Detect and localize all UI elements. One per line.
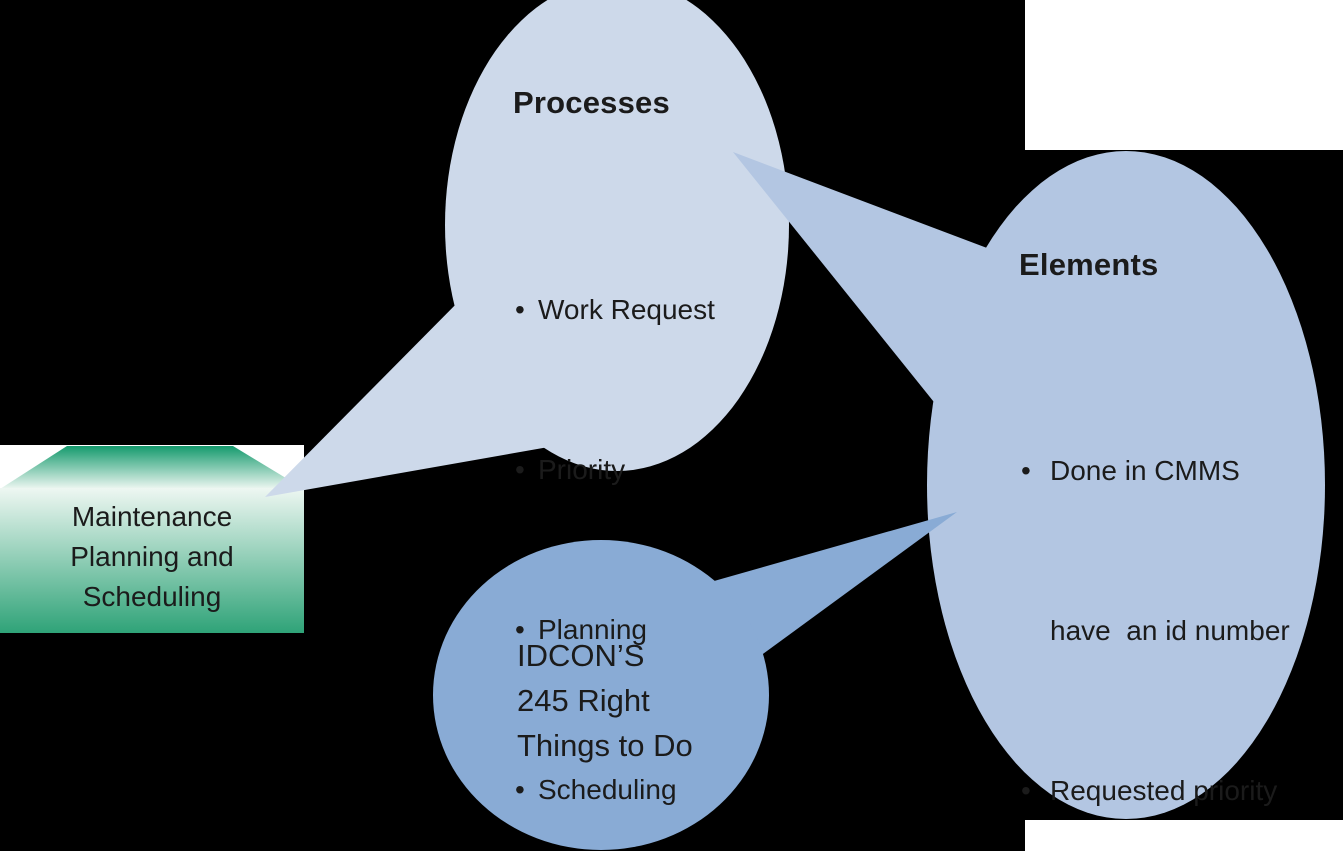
bullet-marker: •: [515, 614, 525, 645]
bullet-marker: •: [1021, 775, 1031, 806]
bullet-marker: •: [515, 454, 525, 485]
bullet-marker: •: [1021, 455, 1031, 486]
mps-label: Maintenance Planning and Scheduling: [70, 501, 234, 612]
slide-white-bottom-right: [1025, 820, 1343, 851]
idcon-label: IDCON’S 245 Right Things to Do: [517, 638, 693, 763]
list-item-label: Scheduling: [538, 774, 677, 805]
list-item-label: Requested priority: [1050, 775, 1278, 806]
elements-bubble: [927, 151, 1325, 819]
bullet-marker: •: [515, 294, 525, 325]
processes-list: • Work Request • Priority • Planning • S…: [515, 130, 715, 851]
list-item: • Work Request: [515, 290, 715, 330]
elements-list: • Done in CMMS have an id number • Reque…: [1021, 291, 1304, 851]
idcon-callout-tail: [700, 512, 957, 662]
processes-bubble: [445, 0, 789, 471]
list-item: • Done in CMMS: [1021, 451, 1304, 491]
list-item-label: Done in CMMS: [1050, 455, 1240, 486]
processes-title: Processes: [513, 85, 670, 120]
list-item: have an id number: [1021, 611, 1304, 651]
mps-body-shape: [0, 488, 304, 633]
list-item: • Priority: [515, 450, 715, 490]
idcon-bubble: [433, 540, 769, 850]
elements-title: Elements: [1019, 247, 1159, 282]
list-item-label: Planning: [538, 614, 647, 645]
list-item: • Scheduling: [515, 770, 715, 810]
slide-white-top-right: [1025, 0, 1343, 150]
bullet-marker: [1021, 611, 1050, 651]
list-item: • Requested priority: [1021, 771, 1304, 811]
list-item-label: have an id number: [1050, 615, 1290, 646]
bullet-marker: •: [515, 774, 525, 805]
list-item-label: Work Request: [538, 294, 715, 325]
list-item: • Planning: [515, 610, 715, 650]
mps-roof-shape: [0, 446, 304, 489]
list-item-label: Priority: [538, 454, 626, 485]
